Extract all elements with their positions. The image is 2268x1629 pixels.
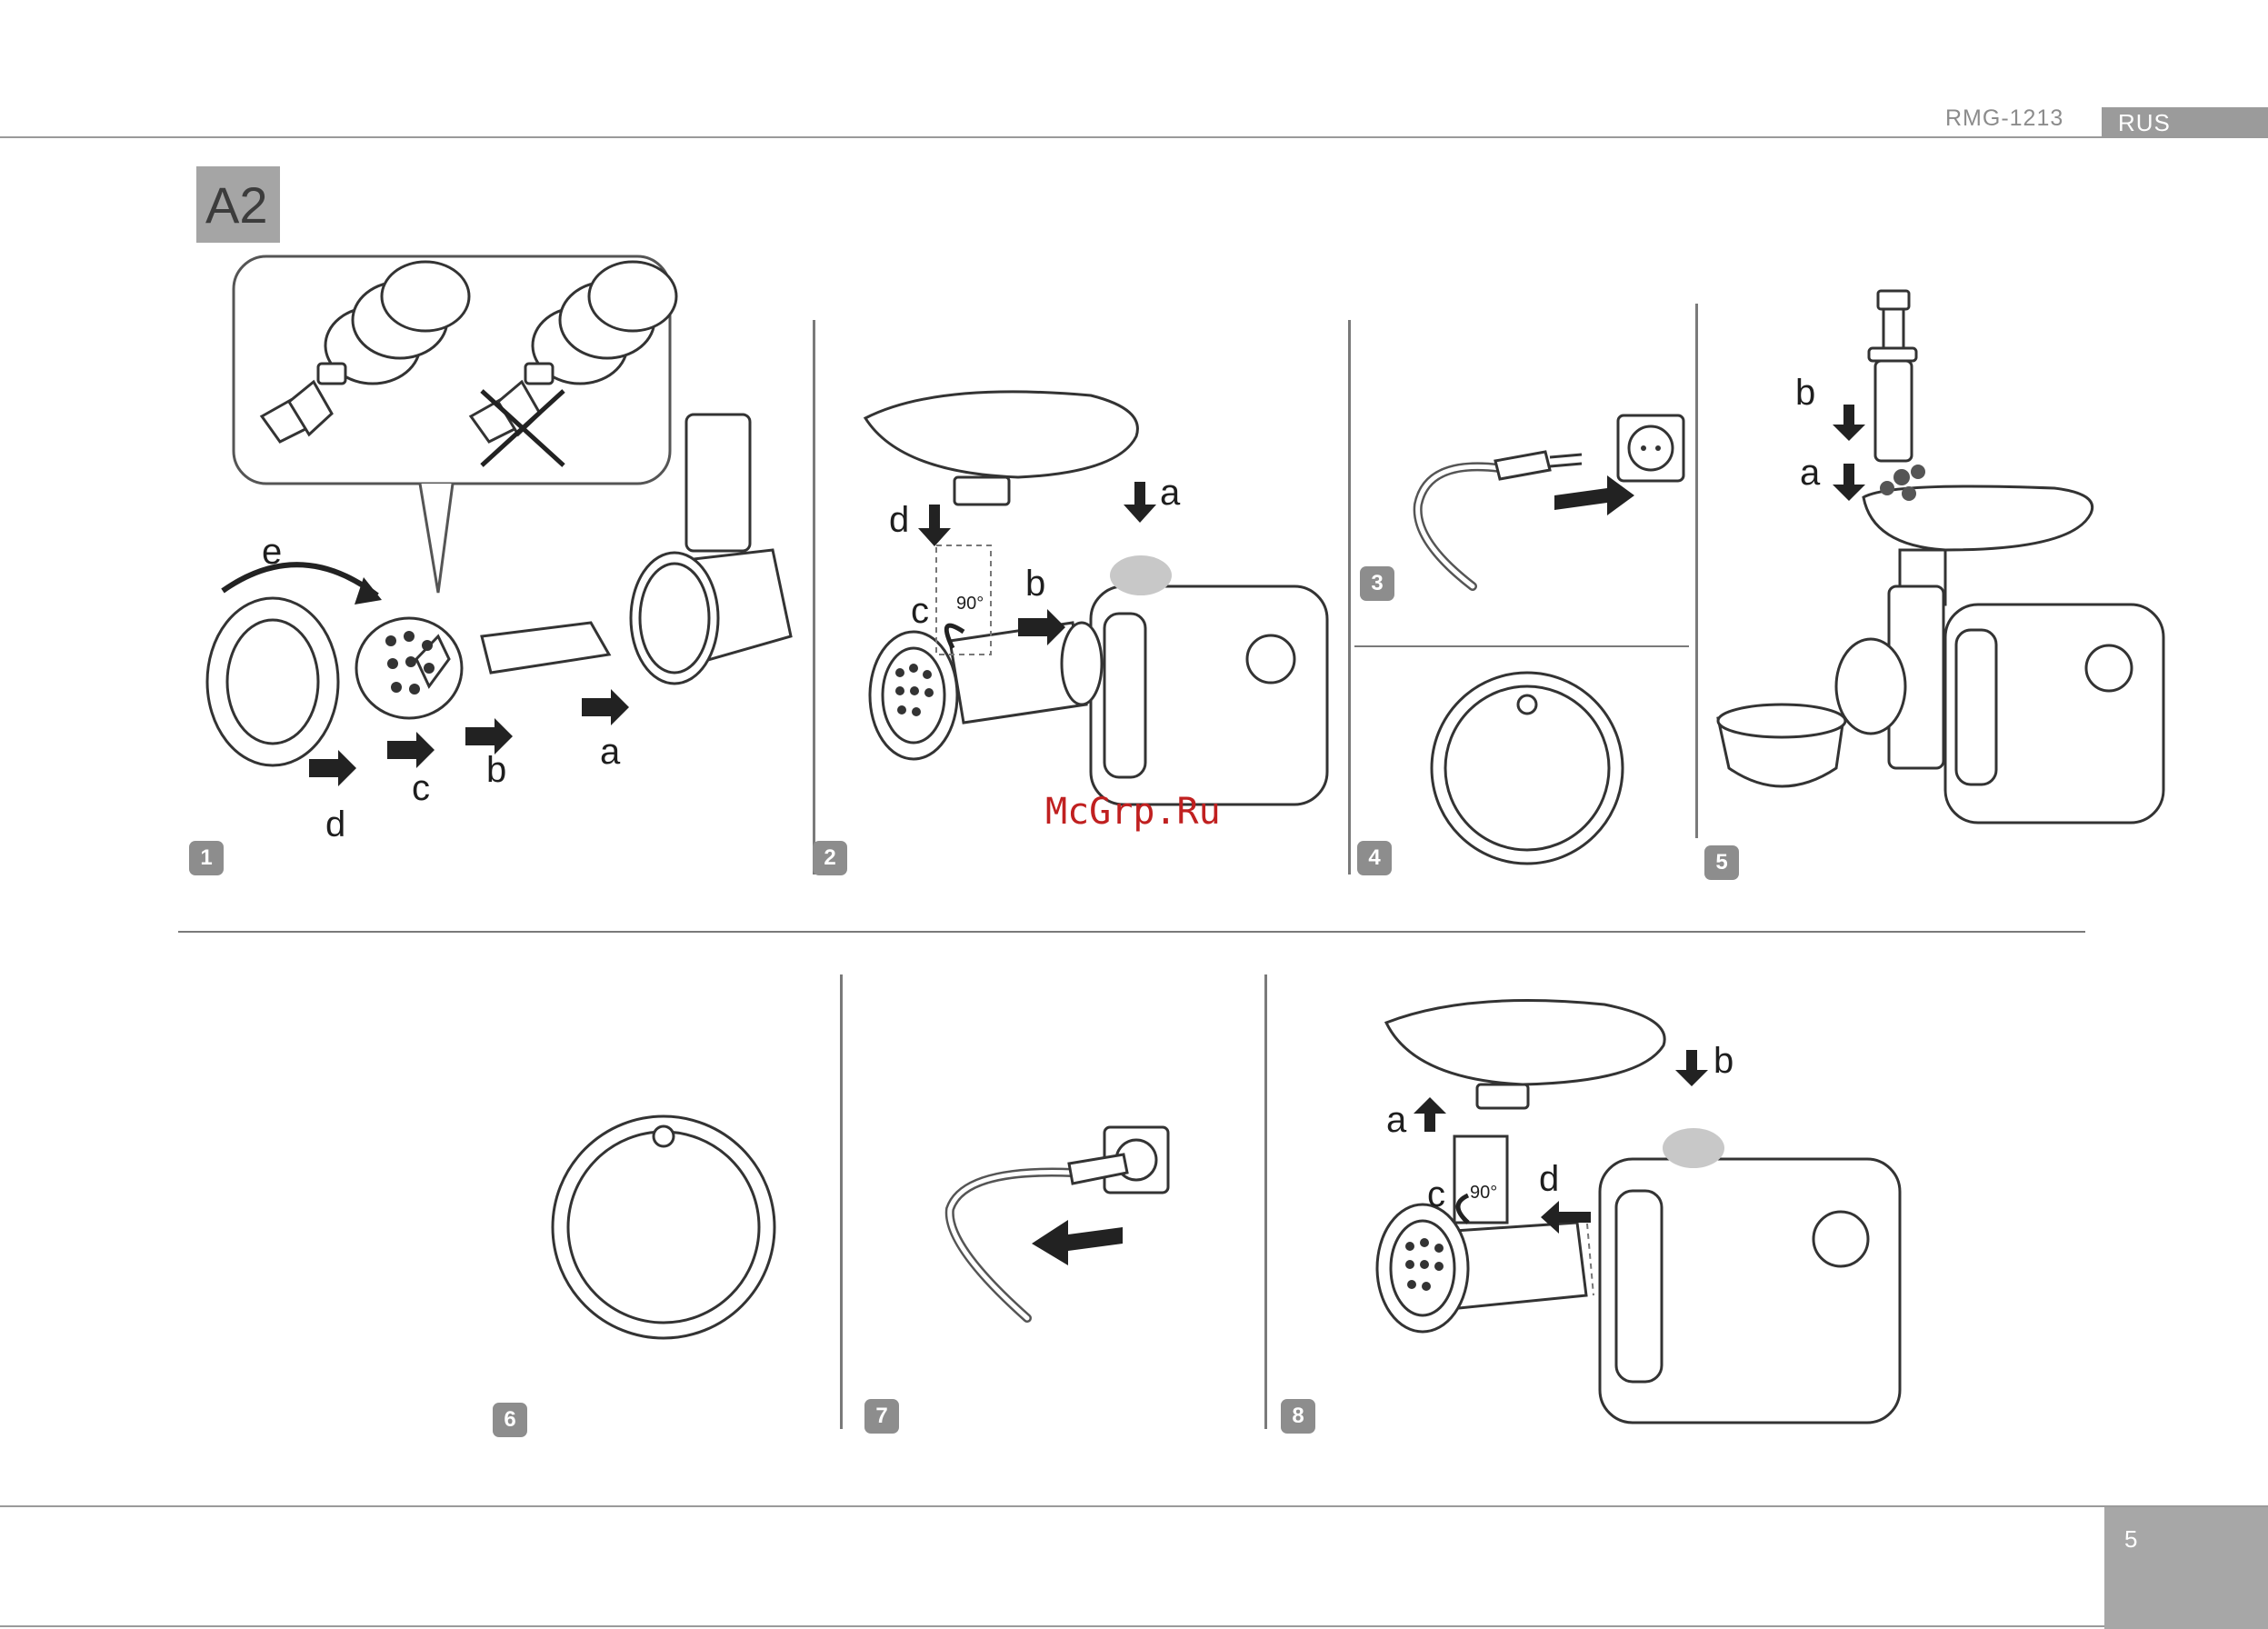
step-8-label-b: b: [1713, 1041, 1733, 1081]
step-2-badge: 2: [813, 841, 847, 875]
step-8-label-d: d: [1539, 1159, 1559, 1199]
step-1-illustration: e d c b a: [182, 255, 818, 854]
language-label: RUS: [2118, 109, 2171, 137]
step-2-illustration: d a c b 90°: [845, 359, 1354, 832]
divider-7-8: [1264, 974, 1267, 1429]
language-tab: RUS: [2102, 107, 2268, 136]
step-2-label-c: c: [911, 591, 929, 631]
step-5-badge: 5: [1704, 845, 1739, 880]
step-8-label-c: c: [1427, 1174, 1445, 1214]
step-1-label-a: a: [600, 732, 621, 772]
step-3-badge: 3: [1360, 566, 1394, 601]
step-6-illustration: [550, 1114, 777, 1341]
divider-3-4: [1354, 645, 1689, 647]
step-1-label-b: b: [486, 750, 506, 790]
page-number: 5: [2124, 1525, 2137, 1554]
divider-6-7: [840, 974, 843, 1429]
step-1-label-c: c: [412, 768, 430, 808]
step-4-illustration: [1427, 668, 1627, 868]
footer-rule-bottom: [0, 1625, 2268, 1627]
step-2-label-a: a: [1160, 473, 1181, 513]
footer-rule-top: [0, 1505, 2268, 1507]
step-7-illustration: [945, 1118, 1173, 1327]
step-7-badge: 7: [864, 1399, 899, 1434]
step-3-illustration: [1409, 405, 1691, 595]
page-number-box: 5: [2104, 1507, 2268, 1629]
row-divider: [178, 931, 2085, 933]
step-5-illustration: b a: [1709, 286, 2182, 823]
step-1-badge: 1: [189, 841, 224, 875]
step-8-label-a: a: [1386, 1100, 1407, 1140]
step-8-badge: 8: [1281, 1399, 1315, 1434]
step-2-label-b: b: [1025, 564, 1045, 604]
step-1-label-e: e: [262, 532, 282, 572]
step-8-illustration: b a c d 90°: [1359, 995, 1913, 1450]
step-1-label-d: d: [325, 805, 345, 844]
step-6-badge: 6: [493, 1403, 527, 1437]
step-2-label-d: d: [889, 500, 909, 540]
section-tag: A2: [196, 166, 280, 243]
header-rule: [0, 136, 2268, 138]
step-5-label-a: a: [1800, 453, 1821, 493]
divider-4-5: [1695, 304, 1698, 838]
step-4-badge: 4: [1357, 841, 1392, 875]
step-8-angle: 90°: [1470, 1183, 1497, 1203]
step-5-label-b: b: [1795, 373, 1815, 413]
watermark: McGrp.Ru: [1045, 791, 1221, 833]
model-number: RMG-1213: [1945, 105, 2063, 132]
step-2-angle: 90°: [956, 594, 984, 614]
section-tag-label: A2: [205, 175, 268, 235]
